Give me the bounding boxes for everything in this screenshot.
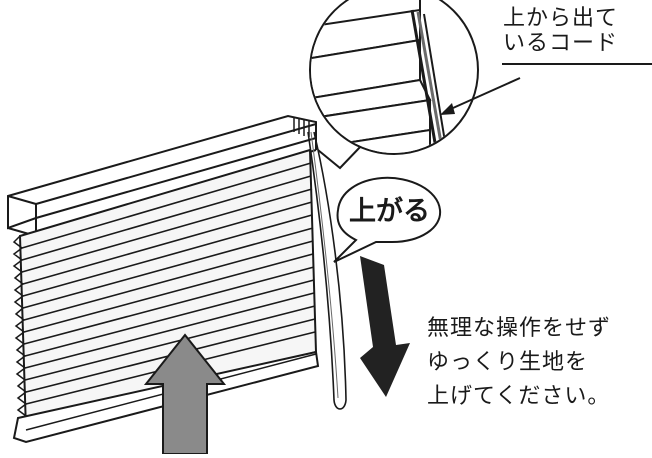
- pleat-lines: [21, 162, 316, 405]
- cord-callout-label: 上から出て いるコード: [503, 6, 618, 57]
- pleat-edge: [12, 235, 28, 417]
- instruction-text: 無理な操作をせず ゆっくり生地を 上げてください。: [427, 312, 611, 414]
- callout-line-2: いるコード: [503, 31, 619, 57]
- callout-line-1: 上から出て: [503, 6, 619, 31]
- speech-bubble: [333, 176, 442, 263]
- push-up-arrow: [143, 333, 227, 455]
- instruction-line-2: ゆっくり生地を: [427, 350, 589, 375]
- pull-down-arrow: [360, 256, 410, 397]
- callout-pointer: [443, 77, 521, 113]
- pleated-blind: [7, 114, 320, 444]
- bubble-label: 上がる: [349, 196, 430, 227]
- instruction-line-3: 上げてください。: [427, 384, 611, 409]
- instruction-line-1: 無理な操作をせず: [427, 316, 612, 341]
- pull-cord: [307, 131, 347, 410]
